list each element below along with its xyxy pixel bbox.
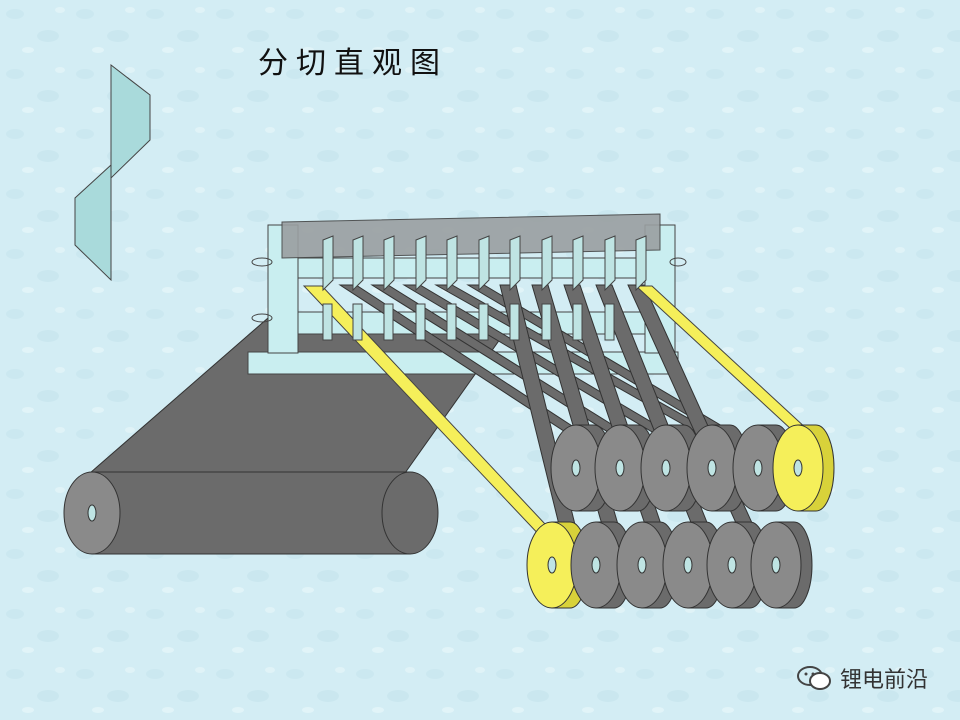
page-title: 分切直观图: [258, 46, 448, 81]
wechat-icon: [796, 666, 831, 690]
slitter-blades: [281, 213, 661, 341]
rewind-roll: [750, 521, 813, 609]
edge-trim-roll: [772, 424, 835, 512]
feed-roll: [63, 471, 439, 555]
rotary-knife-icon: [74, 63, 151, 282]
edge-trim-roll: [526, 521, 589, 609]
rewind-rolls-lower: [526, 521, 813, 609]
watermark: 锂电前沿: [796, 662, 928, 694]
watermark-text: 锂电前沿: [839, 668, 928, 693]
rewind-rolls-upper: [550, 424, 835, 512]
